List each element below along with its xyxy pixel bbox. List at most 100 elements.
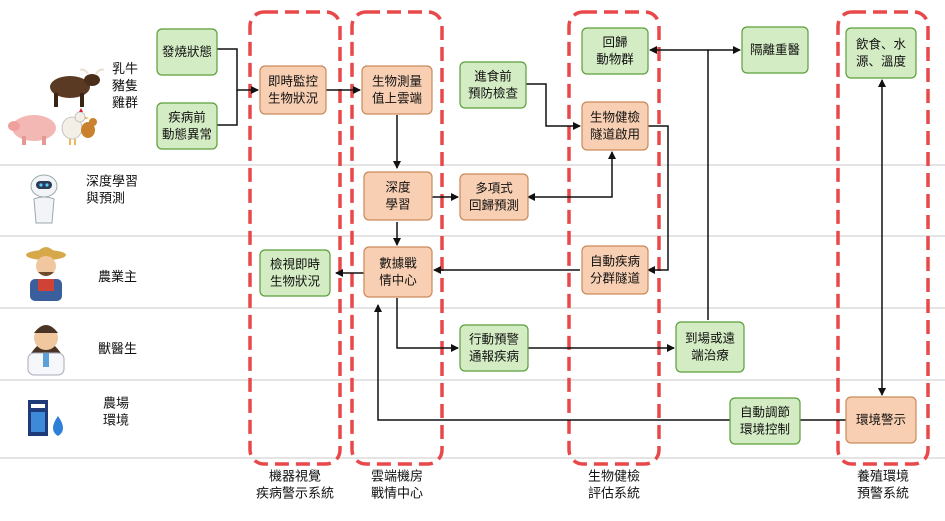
text-line: 生物健檢 — [590, 110, 641, 125]
svg-text:自動調節環境控制: 自動調節環境控制 — [740, 405, 790, 437]
text-line: 農業主 — [98, 269, 137, 285]
connectors — [217, 46, 886, 421]
text-line: 檢視即時 — [270, 257, 321, 272]
svg-text:發燒狀態: 發燒狀態 — [162, 44, 212, 59]
node-monitor: 即時監控生物狀況 — [259, 65, 327, 115]
svg-text:飲食、水源、溫度: 飲食、水源、溫度 — [856, 37, 907, 69]
group-frame-biosafety — [567, 10, 661, 466]
cow-icon — [50, 68, 105, 107]
chicken-icon — [61, 108, 97, 145]
text-line: 隔離重醫 — [750, 42, 800, 57]
svg-text:自動疾病分群隧道: 自動疾病分群隧道 — [590, 254, 641, 286]
text-line: 與預測 — [86, 192, 125, 207]
text-line: 雞群 — [112, 96, 138, 111]
group-label-machine-vision: 機器視覺疾病警示系統 — [256, 470, 334, 502]
doctor-icon — [27, 325, 65, 376]
text-line: 進食前 — [474, 69, 512, 84]
text-line: 隧道啟用 — [590, 127, 640, 142]
node-regression: 多項式回歸預測 — [459, 173, 529, 221]
text-line: 值上雲端 — [372, 91, 422, 106]
node-notify: 行動預警通報疾病 — [459, 324, 529, 372]
text-line: 預防檢查 — [468, 86, 519, 101]
node-behavior: 疾病前動態異常 — [156, 102, 218, 150]
text-line: 回歸預測 — [469, 198, 519, 213]
text-line: 行動預警 — [469, 332, 519, 347]
svg-text:回歸動物群: 回歸動物群 — [596, 35, 634, 67]
node-sort: 自動疾病分群隧道 — [581, 245, 649, 295]
edge-regression-tunnel — [527, 151, 616, 201]
text-line: 疾病警示系統 — [256, 486, 334, 502]
node-view: 檢視即時生物狀況 — [259, 249, 331, 297]
text-line: 養殖環境 — [857, 469, 909, 485]
svg-text:數據戰情中心: 數據戰情中心 — [379, 256, 417, 288]
text-line: 雲端機房 — [371, 469, 423, 485]
edge-warroom-notify — [396, 298, 459, 352]
group-frame-cloud — [350, 10, 444, 466]
lane-label-deep-learning: 深度學習與預測 — [86, 174, 138, 207]
node-envalert: 環境警示 — [845, 396, 917, 444]
node-deeplearn: 深度學習 — [363, 171, 433, 221]
text-line: 情中心 — [379, 273, 417, 288]
pig-icon — [8, 115, 56, 145]
svg-text:深度學習: 深度學習 — [385, 180, 411, 212]
nodes: 發燒狀態 疾病前動態異常 即時監控生物狀況 生物測量值上雲端 進食前預防檢查 回… — [156, 26, 917, 445]
text-line: 生物狀況 — [270, 274, 321, 289]
svg-text:檢視即時生物狀況: 檢視即時生物狀況 — [270, 257, 321, 289]
text-line: 環境 — [103, 414, 129, 429]
node-precheck: 進食前預防檢查 — [459, 61, 527, 109]
node-warroom: 數據戰情中心 — [363, 246, 433, 298]
group-label-biosafety: 生物健檢評估系統 — [588, 469, 640, 502]
node-envctrl: 自動調節環境控制 — [729, 397, 801, 445]
node-isolate: 隔離重醫 — [741, 26, 809, 74]
text-line: 農場 — [103, 397, 129, 412]
text-line: 深度 — [385, 180, 411, 195]
svg-text:疾病前動態異常: 疾病前動態異常 — [162, 110, 212, 142]
water-tank-icon — [28, 400, 63, 436]
group-frame-machine-vision — [248, 10, 342, 466]
text-line: 源、溫度 — [856, 54, 907, 69]
node-treat: 到場或遠端治療 — [675, 321, 745, 373]
text-line: 飲食、水 — [856, 37, 907, 52]
text-line: 動物群 — [596, 52, 634, 67]
text-line: 預警系統 — [857, 486, 909, 502]
lane-label-farm-env: 農場環境 — [103, 397, 129, 429]
svg-text:生物測量值上雲端: 生物測量值上雲端 — [372, 74, 422, 106]
text-line: 動態異常 — [162, 127, 212, 142]
edge-behavior-monitor — [217, 90, 238, 126]
text-line: 自動疾病 — [590, 254, 640, 269]
text-line: 回歸 — [602, 35, 627, 50]
svg-text:進食前預防檢查: 進食前預防檢查 — [468, 69, 519, 101]
node-tunnel: 生物健檢隧道啟用 — [581, 101, 649, 151]
group-labels: 機器視覺疾病警示系統 雲端機房戰情中心 生物健檢評估系統 養殖環境預警系統 — [256, 469, 909, 502]
svg-text:生物健檢隧道啟用: 生物健檢隧道啟用 — [590, 110, 641, 142]
text-line: 戰情中心 — [371, 487, 423, 502]
farmer-icon — [26, 247, 66, 301]
text-line: 乳牛 — [112, 62, 138, 77]
text-line: 豬隻 — [112, 79, 138, 94]
svg-text:到場或遠端治療: 到場或遠端治療 — [685, 331, 735, 363]
node-upload: 生物測量值上雲端 — [361, 65, 433, 115]
node-env-params: 飲食、水源、溫度 — [845, 27, 917, 79]
svg-text:即時監控生物狀況: 即時監控生物狀況 — [268, 74, 319, 106]
lane-label-vet: 獸醫生 — [98, 342, 137, 357]
text-line: 自動調節 — [740, 405, 790, 420]
text-line: 環境控制 — [740, 422, 790, 437]
svg-text:隔離重醫: 隔離重醫 — [750, 42, 800, 57]
group-label-cloud: 雲端機房戰情中心 — [371, 469, 423, 502]
edge-precheck-tunnel — [526, 83, 581, 130]
text-line: 到場或遠 — [685, 331, 735, 346]
edge-fever-monitor — [217, 48, 259, 94]
text-line: 環境警示 — [856, 412, 906, 427]
text-line: 評估系統 — [588, 487, 640, 502]
text-line: 通報疾病 — [469, 349, 519, 364]
text-line: 即時監控 — [268, 74, 319, 89]
text-line: 學習 — [385, 197, 410, 212]
text-line: 生物測量 — [372, 74, 422, 89]
text-line: 獸醫生 — [98, 342, 137, 357]
node-fever: 發燒狀態 — [156, 28, 218, 76]
node-return: 回歸動物群 — [581, 27, 649, 75]
svg-text:行動預警通報疾病: 行動預警通報疾病 — [469, 332, 519, 364]
text-line: 疾病前 — [168, 110, 206, 125]
text-line: 數據戰 — [379, 256, 417, 271]
